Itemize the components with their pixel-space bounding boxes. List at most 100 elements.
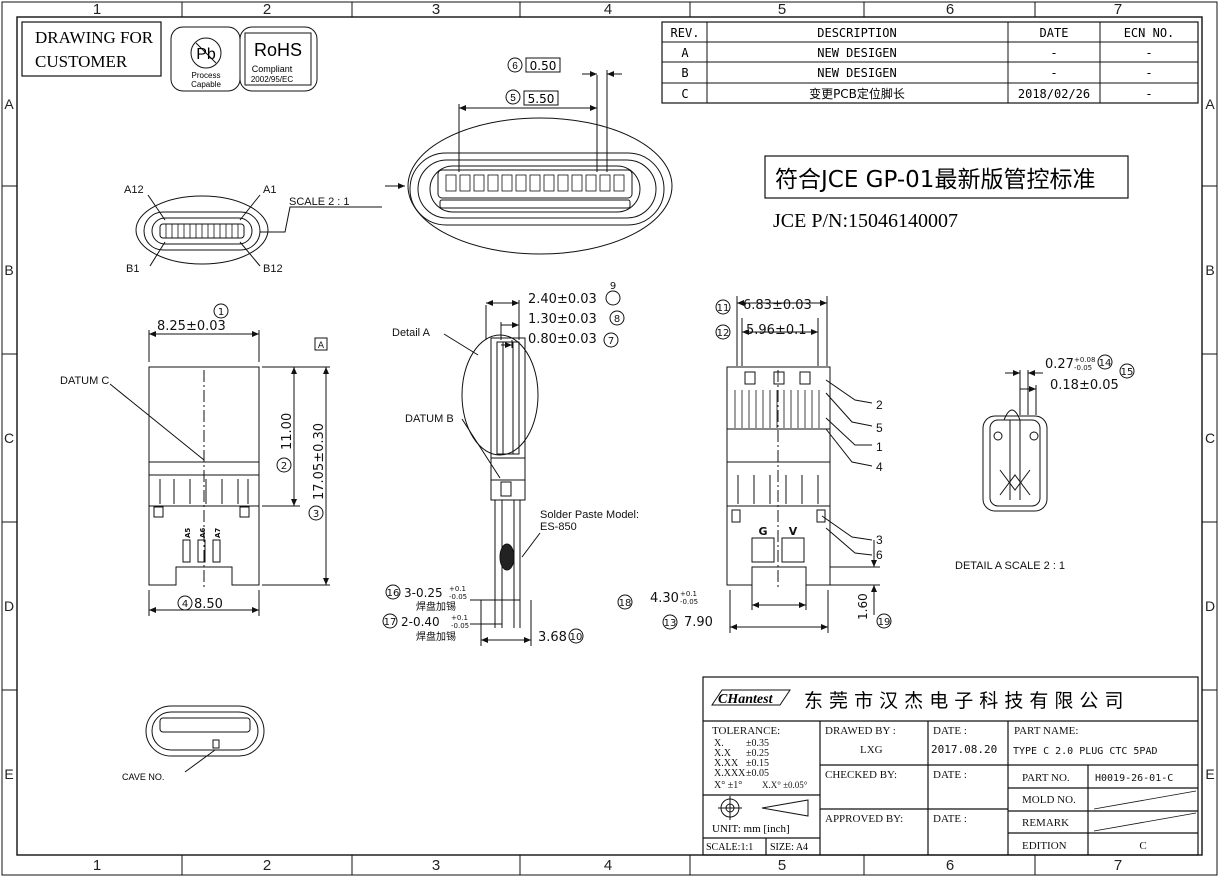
rev-cell: B xyxy=(681,66,688,80)
row-label: D xyxy=(4,598,14,614)
signature-block: DRAWED BY : LXG CHECKED BY: APPROVED BY:… xyxy=(825,725,997,825)
remark-label: REMARK xyxy=(1022,817,1069,829)
company-logo: CHantest xyxy=(711,689,791,707)
tol-key: X. xyxy=(714,738,724,749)
ecn-cell: - xyxy=(1145,66,1152,80)
dim-9: 2.40±0.03 xyxy=(528,292,597,307)
col-label: 6 xyxy=(946,857,954,874)
dim-18-tol-dn: -0.05 xyxy=(680,598,698,606)
customer-stamp: DRAWING FOR CUSTOMER xyxy=(21,21,162,77)
bubble-16: 16 xyxy=(387,588,400,599)
pin-mark: A6 xyxy=(199,528,207,538)
bubble-15: 15 xyxy=(1121,367,1134,378)
bubble-7: 7 xyxy=(608,336,614,347)
svg-text:2002/95/EC: 2002/95/EC xyxy=(251,75,293,84)
approved-by-label: APPROVED BY: xyxy=(825,813,903,825)
mold-no-label: MOLD NO. xyxy=(1022,794,1076,806)
drawn-date: 2017.08.20 xyxy=(931,743,997,756)
rev-cell: A xyxy=(681,46,689,60)
svg-text:Capable: Capable xyxy=(191,80,221,89)
tol-key: X.X xyxy=(714,748,732,759)
dim-3: 17.05±0.30 xyxy=(312,423,327,500)
dim-16-note: 焊盘加锡 xyxy=(416,600,456,613)
rev-header: REV. xyxy=(671,26,700,40)
drawn-by-label: DRAWED BY : xyxy=(825,725,896,737)
callout-2: 2 xyxy=(876,398,883,412)
bubble-10: 10 xyxy=(570,632,583,643)
bubble-6: 6 xyxy=(512,61,518,72)
row-label: E xyxy=(1205,766,1214,782)
bubble-2: 2 xyxy=(281,461,287,472)
stamp-line-2: CUSTOMER xyxy=(35,52,128,71)
datum-c-label: DATUM C xyxy=(60,375,109,387)
description-cell: NEW DESIGEN xyxy=(817,46,896,60)
dim-17-tol-up: +0.1 xyxy=(451,614,468,622)
datum-b-label: DATUM B xyxy=(405,413,454,425)
dim-16-tol-up: +0.1 xyxy=(449,585,466,593)
dim-5: 5 5.50 xyxy=(505,89,559,106)
dim-12: 5.96±0.1 xyxy=(746,323,807,338)
detail-a-label: Detail A xyxy=(392,327,431,339)
angle-tol: X.X° ±0.05° xyxy=(762,780,808,790)
dim-7: 0.80±0.03 xyxy=(528,332,597,347)
top-view-labels: DATUM C 1 8.25±0.03 A 11.00 2 17.05±0.30… xyxy=(60,303,328,612)
date-cell: 2018/02/26 xyxy=(1018,87,1090,101)
dim-4: 8.50 xyxy=(194,597,223,612)
col-label: 5 xyxy=(778,1,786,18)
pad-g: G xyxy=(758,525,767,538)
col-label: 7 xyxy=(1114,1,1122,18)
tol-val: ±0.35 xyxy=(746,738,769,749)
side-view xyxy=(443,300,541,646)
dim-13: 7.90 xyxy=(684,615,713,630)
bubble-14: 14 xyxy=(1099,358,1112,369)
description-cell: NEW DESIGEN xyxy=(817,66,896,80)
row-label: C xyxy=(4,430,14,446)
col-label: 3 xyxy=(432,1,440,18)
date-cell: - xyxy=(1050,66,1057,80)
svg-text:Process: Process xyxy=(192,71,221,80)
front-view-small xyxy=(135,194,382,267)
dim-6: 6 0.50 xyxy=(507,57,561,73)
row-label: A xyxy=(1205,96,1215,112)
rev-cell: C xyxy=(681,87,688,101)
callout-3: 3 xyxy=(876,533,883,547)
dim-14-tol-up: +0.08 xyxy=(1074,356,1095,364)
col-label: 2 xyxy=(263,1,271,18)
frame-column-labels-top: 1 2 3 4 5 6 7 xyxy=(93,1,1122,18)
part-info-block: PART NAME: TYPE C 2.0 PLUG CTC 5PAD PART… xyxy=(1013,725,1173,852)
dim-16: 3-0.25 xyxy=(404,586,443,600)
dim-16-tol-dn: -0.05 xyxy=(449,593,467,601)
part-number-note: JCE P/N:15046140007 xyxy=(773,210,958,232)
col-label: 1 xyxy=(93,857,101,874)
row-label: A xyxy=(4,96,14,112)
callout-1: 1 xyxy=(876,440,883,454)
drawn-by: LXG xyxy=(860,744,883,756)
top-view xyxy=(109,330,330,616)
standard-note: 符合JCE GP-01最新版管控标准 xyxy=(775,167,1095,193)
title-block xyxy=(702,676,1199,856)
tol-key: X.XX xyxy=(714,758,739,769)
dim-10: 3.68 xyxy=(538,630,567,645)
part-name-label: PART NAME: xyxy=(1014,725,1078,737)
description-cell: 变更PCB定位脚长 xyxy=(809,86,905,101)
bubble-17: 17 xyxy=(384,617,397,628)
unit-label: UNIT: mm [inch] xyxy=(712,823,790,835)
date-label: DATE : xyxy=(933,725,967,737)
pin-label: A12 xyxy=(124,184,144,196)
date-cell: - xyxy=(1050,46,1057,60)
dim-17-tol-dn: -0.05 xyxy=(451,622,469,630)
dim-2: 11.00 xyxy=(280,413,295,450)
rohs-logo: RoHS Compliant 2002/95/EC xyxy=(239,26,318,92)
pin-label: B12 xyxy=(263,263,283,275)
bubble-5: 5 xyxy=(510,93,516,104)
front-view-large xyxy=(385,70,673,255)
bubble-1: 1 xyxy=(218,307,224,318)
angle-tol: X° ±1° xyxy=(714,780,742,791)
col-label: 5 xyxy=(778,857,786,874)
dim-value: 0.50 xyxy=(530,59,557,73)
detail-a-labels: 0.27 +0.08 -0.05 14 0.18±0.05 15 DETAIL … xyxy=(955,354,1135,572)
edition-label: EDITION xyxy=(1022,840,1067,852)
edition: C xyxy=(1139,840,1146,852)
date-header: DATE xyxy=(1040,26,1069,40)
